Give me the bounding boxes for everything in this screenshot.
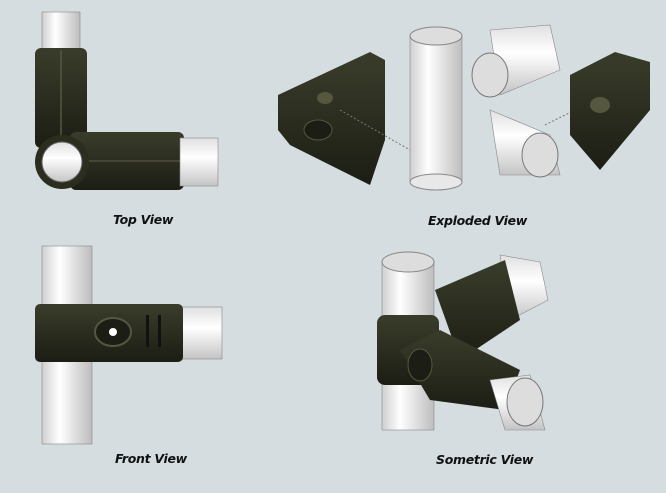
isometric-view-drawing — [377, 251, 549, 431]
top-view-label: Top View — [113, 212, 174, 227]
exploded-view-label: Exploded View — [428, 213, 528, 228]
isometric-view-label: Sometric View — [436, 452, 534, 467]
top-view-drawing — [35, 11, 219, 190]
front-view-drawing — [35, 245, 223, 445]
front-view-label: Front View — [115, 451, 187, 466]
exploded-view-drawing — [278, 24, 650, 191]
